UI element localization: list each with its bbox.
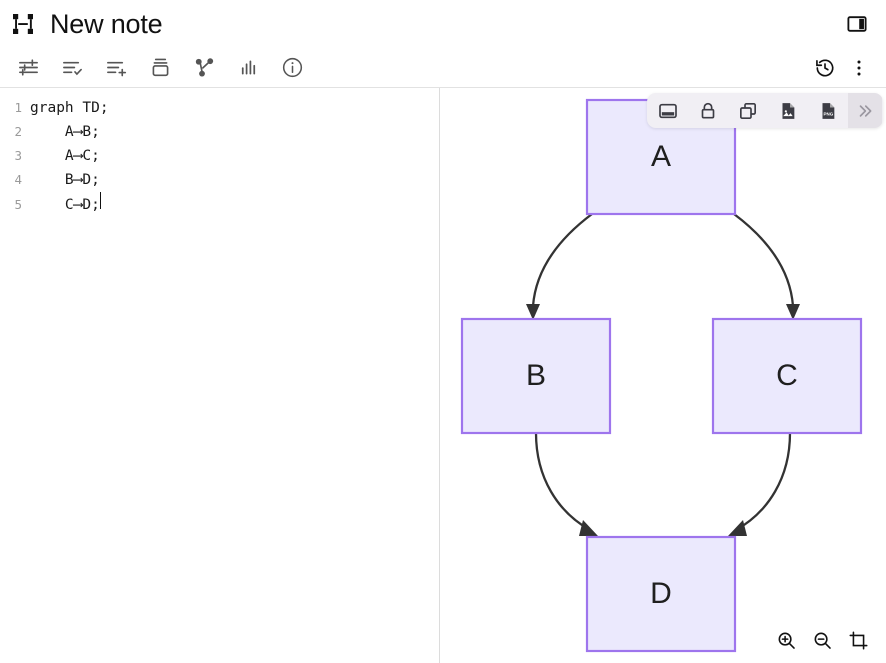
- copy-icon[interactable]: [728, 93, 768, 128]
- line-number: 4: [14, 172, 22, 187]
- line-text: B⟶D;: [30, 172, 100, 188]
- code-line: 5 C⟶D;: [0, 192, 439, 216]
- line-number: 1: [14, 100, 22, 115]
- history-clock-icon[interactable]: [808, 51, 842, 85]
- more-vertical-icon[interactable]: [842, 51, 876, 85]
- node-label: A: [651, 140, 671, 173]
- chevron-double-right-icon[interactable]: [848, 93, 882, 128]
- edge-a-to-c: [733, 213, 800, 320]
- add-list-item-icon[interactable]: [94, 50, 138, 86]
- line-number: 5: [14, 197, 22, 212]
- code-editor[interactable]: 1 graph TD; 2 A⟶B; 3 A⟶C; 4 B⟶D; 5 C⟶D;: [0, 88, 440, 663]
- png-badge-label: PNG: [823, 111, 833, 116]
- zoom-in-icon[interactable]: [768, 623, 804, 657]
- title-bar: New note: [0, 0, 886, 48]
- edge-b-to-d: [534, 432, 598, 536]
- edge-a-to-b: [526, 213, 593, 320]
- right-sidebar-toggle-icon[interactable]: [842, 9, 872, 39]
- code-line: 4 B⟶D;: [0, 168, 439, 192]
- line-text: C⟶D;: [30, 197, 100, 213]
- bar-chart-icon[interactable]: [226, 50, 270, 86]
- export-image-icon[interactable]: [768, 93, 808, 128]
- node-label: C: [776, 359, 798, 392]
- main-toolbar: [0, 48, 886, 88]
- diagram-preview[interactable]: A B C D: [440, 88, 886, 663]
- fit-to-screen-icon[interactable]: [648, 93, 688, 128]
- zoom-controls: [768, 623, 876, 657]
- diagram-node-c: C: [711, 317, 863, 435]
- line-number: 2: [14, 124, 22, 139]
- diagram-float-toolbar: PNG: [647, 93, 883, 128]
- flowchart-diagram: A B C D: [460, 98, 863, 653]
- node-label: D: [650, 577, 672, 610]
- line-text: graph TD;: [30, 100, 109, 116]
- zoom-out-icon[interactable]: [804, 623, 840, 657]
- code-line: 2 A⟶B;: [0, 120, 439, 144]
- line-text: A⟶B;: [30, 124, 100, 140]
- export-png-icon[interactable]: PNG: [808, 93, 848, 128]
- line-text: A⟶C;: [30, 148, 100, 164]
- database-stack-icon[interactable]: [138, 50, 182, 86]
- git-branch-icon[interactable]: [182, 50, 226, 86]
- body-split: 1 graph TD; 2 A⟶B; 3 A⟶C; 4 B⟶D; 5 C⟶D;: [0, 88, 886, 663]
- info-circle-icon[interactable]: [270, 50, 314, 86]
- line-number: 3: [14, 148, 22, 163]
- transform-nodes-icon: [8, 9, 38, 39]
- diagram-node-d: D: [585, 535, 737, 653]
- page-title[interactable]: New note: [50, 8, 163, 39]
- code-line: 3 A⟶C;: [0, 144, 439, 168]
- task-list-check-icon[interactable]: [50, 50, 94, 86]
- diagram-node-b: B: [460, 317, 612, 435]
- node-label: B: [526, 359, 546, 392]
- lock-icon[interactable]: [688, 93, 728, 128]
- text-caret: [99, 192, 101, 209]
- settings-sliders-icon[interactable]: [6, 50, 50, 86]
- crop-fit-icon[interactable]: [840, 623, 876, 657]
- edge-c-to-d: [728, 432, 792, 536]
- code-line: 1 graph TD;: [0, 96, 439, 120]
